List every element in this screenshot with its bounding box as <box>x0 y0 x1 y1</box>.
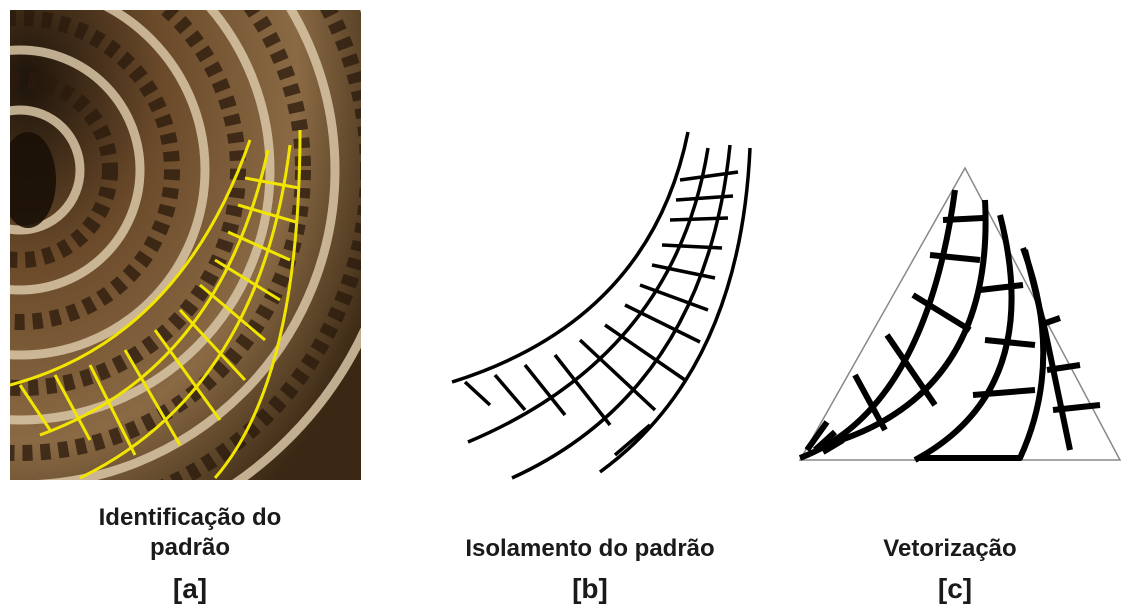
caption-c: Vetorização <box>883 535 1017 562</box>
tag-b: [b] <box>572 573 608 604</box>
caption-a-line2: padrão <box>149 534 230 561</box>
caption-a: Identificação do padrão <box>40 503 340 563</box>
tag-a: [a] <box>172 573 208 604</box>
vectorized-triangle-drawing <box>798 166 1122 463</box>
caption-a-line1: Identificação do <box>98 504 282 531</box>
yellow-pattern-overlay <box>10 129 302 480</box>
panel-c-vector <box>795 160 1125 470</box>
tag-c: [c] <box>937 573 973 604</box>
spiral-photo <box>10 10 361 480</box>
panel-a-photo <box>10 10 361 480</box>
panel-b-pattern <box>440 120 760 490</box>
isolated-pattern-drawing <box>451 131 752 480</box>
caption-b: Isolamento do padrão <box>465 535 715 562</box>
